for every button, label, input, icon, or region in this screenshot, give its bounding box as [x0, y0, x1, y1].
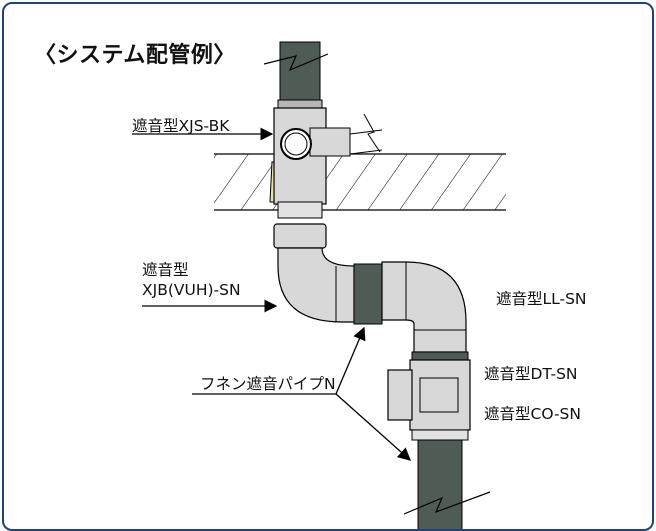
bottom-pipe [403, 439, 491, 529]
piping-diagram [132, 41, 506, 529]
floor-slab [214, 153, 506, 211]
label-xjb-line1: 遮音型 [142, 261, 189, 279]
label-pipe-n: フネン遮音パイプN [200, 375, 336, 393]
label-ll-sn: 遮音型LL-SN [496, 290, 587, 308]
ll-elbow [381, 261, 467, 353]
xjs-bk-fitting [273, 107, 383, 219]
label-co-sn: 遮音型CO-SN [484, 405, 581, 423]
xjb-elbow [273, 223, 355, 323]
connector-pipe [353, 263, 383, 325]
label-xjb-line2: XJB(VUH)-SN [142, 281, 241, 299]
label-dt-sn: 遮音型DT-SN [484, 365, 578, 383]
label-xjs-bk: 遮音型XJS-BK [132, 117, 230, 135]
dt-fitting [387, 351, 471, 441]
leader-arrows [132, 127, 411, 461]
page-title: 〈システム配管例〉 [34, 43, 236, 68]
top-pipe [263, 41, 329, 109]
